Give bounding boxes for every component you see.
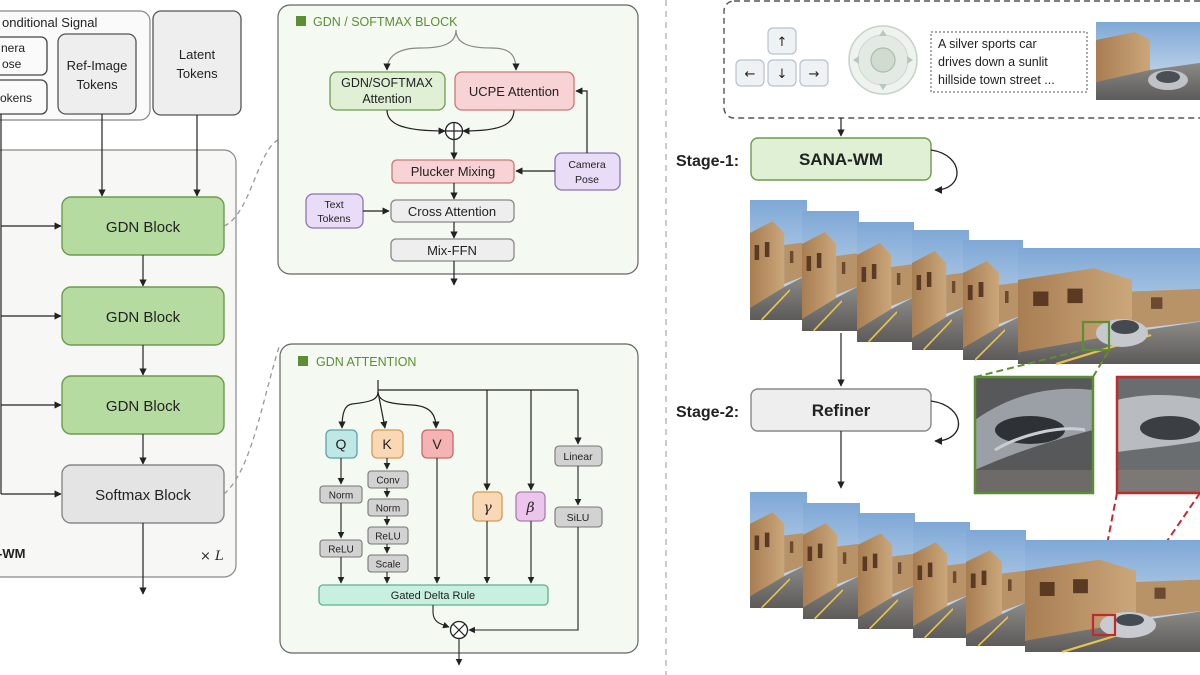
cross-attention-label: Cross Attention: [408, 204, 496, 219]
zoom-marker-green: [1081, 320, 1111, 352]
conv-label: Conv: [376, 476, 399, 487]
relu-k-box: [367, 526, 409, 545]
camera-pose-box: [0, 36, 48, 76]
mix-ffn-label: Mix-FFN: [427, 243, 477, 258]
sana-wm-box: [750, 137, 932, 181]
camera-pose-line2: ose: [2, 57, 22, 71]
conv-box: [367, 470, 409, 489]
gdn-softmax-attn-line2: Attention: [362, 92, 411, 106]
silu-label: SiLU: [567, 512, 590, 524]
otimes-icon: [449, 620, 469, 640]
gdn-attention-panel: GDN ATTENTION Q K V Norm ReLU Conv Norm …: [279, 343, 639, 666]
svg-text:→: →: [809, 67, 820, 82]
scale-box: [367, 554, 409, 573]
zoom-crop-stage2: [1117, 377, 1200, 493]
arrow-right-icon: →: [799, 59, 829, 87]
scale-label: Scale: [375, 560, 400, 571]
prompt-line1: A silver sports car: [938, 37, 1037, 51]
zoom-crop-stage1: [975, 377, 1093, 493]
prompt-line3: hillside town street ...: [938, 73, 1055, 87]
softmax-panel-title: GDN / SOFTMAX BLOCK: [313, 15, 458, 29]
ref-image-line2: Tokens: [76, 77, 118, 92]
svg-text:↑: ↑: [777, 35, 788, 50]
norm-q-label: Norm: [329, 491, 353, 502]
text-tokens-label: okens: [0, 91, 32, 105]
plucker-mixing-label: Plucker Mixing: [411, 164, 496, 179]
softmax-block-label: Softmax Block: [95, 487, 191, 504]
cross-attention-box: [390, 199, 515, 223]
ref-image-line1: Ref-Image: [67, 58, 128, 73]
q-label: Q: [336, 436, 347, 452]
latent-tokens-box: [152, 10, 242, 116]
prompt-line2: drives down a sunlit: [938, 55, 1048, 69]
prompt-text-box: [930, 31, 1088, 93]
relu-q-label: ReLU: [328, 545, 354, 556]
camera-pose-line1: Camera: [568, 159, 606, 171]
mix-ffn-box: [390, 238, 515, 262]
norm-k-label: Norm: [376, 504, 400, 515]
latent-line1: Latent: [179, 47, 216, 62]
gdn-block-3-label: GDN Block: [106, 398, 181, 415]
zoom-marker-red: [1091, 613, 1117, 637]
v-label: V: [432, 436, 442, 452]
oplus-icon: [444, 121, 464, 141]
gdn-block-2-label: GDN Block: [106, 309, 181, 326]
stage2-label: Stage-2:: [676, 404, 739, 421]
repeat-label: × L: [200, 549, 224, 564]
model-name-label: -WM: [0, 546, 25, 561]
gamma-label: γ: [483, 500, 492, 516]
arrow-up-icon: ↑: [767, 27, 797, 55]
conditional-signal-title: onditional Signal: [2, 15, 98, 30]
svg-text:↓: ↓: [777, 67, 788, 82]
beta-label: β: [525, 500, 534, 516]
joystick-icon: [848, 25, 918, 95]
svg-text:←: ←: [745, 67, 756, 82]
gated-delta-rule-label: Gated Delta Rule: [391, 590, 475, 602]
camera-pose-line2: Pose: [575, 174, 599, 186]
ucpe-attention-label: UCPE Attention: [469, 84, 559, 99]
gdn-block-1-label: GDN Block: [106, 219, 181, 236]
refiner-label: Refiner: [812, 401, 871, 420]
ref-image-tokens-box: [57, 33, 137, 115]
pipeline-panel: ↑ ← ↓ → A silver sports car drives down …: [676, 0, 1200, 654]
arrow-down-icon: ↓: [767, 59, 797, 87]
reference-frame-image: [1096, 22, 1200, 100]
plucker-mixing-box: [391, 159, 515, 184]
text-tokens-line2: Tokens: [317, 213, 350, 225]
left-architecture: onditional Signal nera ose okens Ref-Ima…: [0, 10, 281, 595]
text-tokens-box: [0, 79, 48, 115]
arrow-left-icon: ←: [735, 59, 765, 87]
gdn-softmax-attn-line1: GDN/SOFTMAX: [341, 76, 433, 90]
relu-k-label: ReLU: [375, 532, 401, 543]
text-tokens-line1: Text: [324, 199, 343, 211]
stage1-label: Stage-1:: [676, 153, 739, 170]
camera-pose-line1: nera: [1, 41, 25, 55]
norm-k-box: [367, 498, 409, 517]
latent-line2: Tokens: [176, 66, 218, 81]
linear-label: Linear: [563, 451, 593, 463]
stage2-frames: [748, 490, 1200, 654]
gdn-attention-title: GDN ATTENTION: [316, 355, 416, 369]
k-label: K: [382, 436, 392, 452]
sana-wm-label: SANA-WM: [799, 150, 883, 169]
softmax-block-panel: GDN / SOFTMAX BLOCK GDN/SOFTMAX Attentio…: [277, 4, 639, 286]
stage1-frames: [748, 198, 1200, 366]
